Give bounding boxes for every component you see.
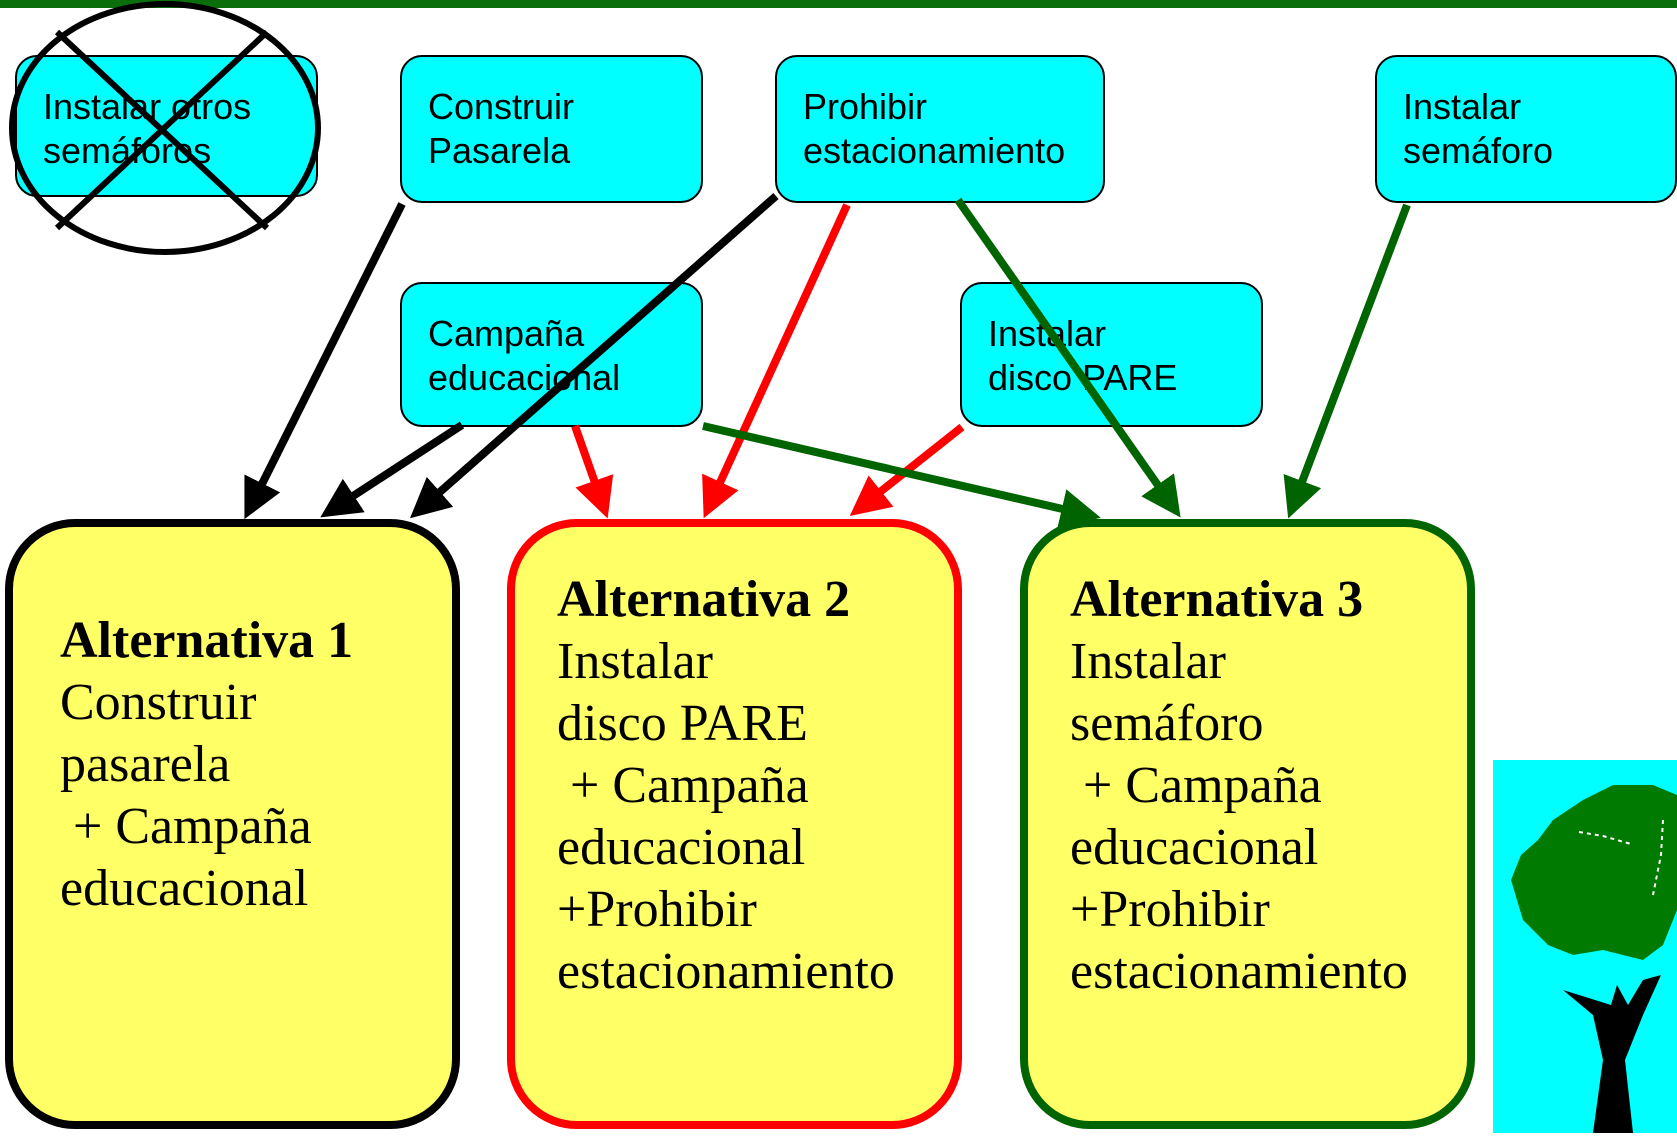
alternative-1-title: Alternativa 1 <box>60 612 354 669</box>
alternative-2-description: Instalar disco PARE + Campaña educaciona… <box>557 633 895 1000</box>
arrow-disco-pare-to-alt2 <box>849 423 965 516</box>
alternative-1-description: Construir pasarela + Campaña educacional <box>60 674 312 917</box>
tree-picture-panel <box>1493 760 1677 1133</box>
arrow-pasarela-to-alt1 <box>244 202 406 520</box>
alternative-2-box: Alternativa 2 Instalar disco PARE + Camp… <box>507 519 962 1129</box>
arrow-campana-to-alt1 <box>320 421 465 518</box>
alternative-1-box: Alternativa 1 Construir pasarela + Campa… <box>5 519 460 1129</box>
alternative-3-title: Alternativa 3 <box>1070 571 1364 628</box>
action-construir-pasarela: Construir Pasarela <box>400 55 703 203</box>
alternative-2-title: Alternativa 2 <box>557 571 851 628</box>
arrow-prohibir-to-alt3 <box>954 197 1181 518</box>
arrow-campana-to-alt3 <box>702 422 1101 529</box>
action-instalar-disco-pare: Instalar disco PARE <box>960 282 1263 427</box>
arrow-prohibir-to-alt1 <box>409 192 779 519</box>
alternative-3-description: Instalar semáforo + Campaña educacional … <box>1070 633 1408 1000</box>
alternative-3-box: Alternativa 3 Instalar semáforo + Campañ… <box>1020 519 1475 1129</box>
arrow-campana-to-alt2 <box>571 424 614 519</box>
top-rule <box>0 0 1677 8</box>
tree-icon <box>1511 785 1677 1133</box>
arrow-semaforo-to-alt3 <box>1283 203 1411 519</box>
crossed-out-circle-icon <box>9 1 321 255</box>
action-instalar-semaforo: Instalar semáforo <box>1375 55 1677 203</box>
arrow-prohibir-to-alt2 <box>702 203 851 519</box>
action-prohibir-estacionamiento: Prohibir estacionamiento <box>775 55 1105 203</box>
